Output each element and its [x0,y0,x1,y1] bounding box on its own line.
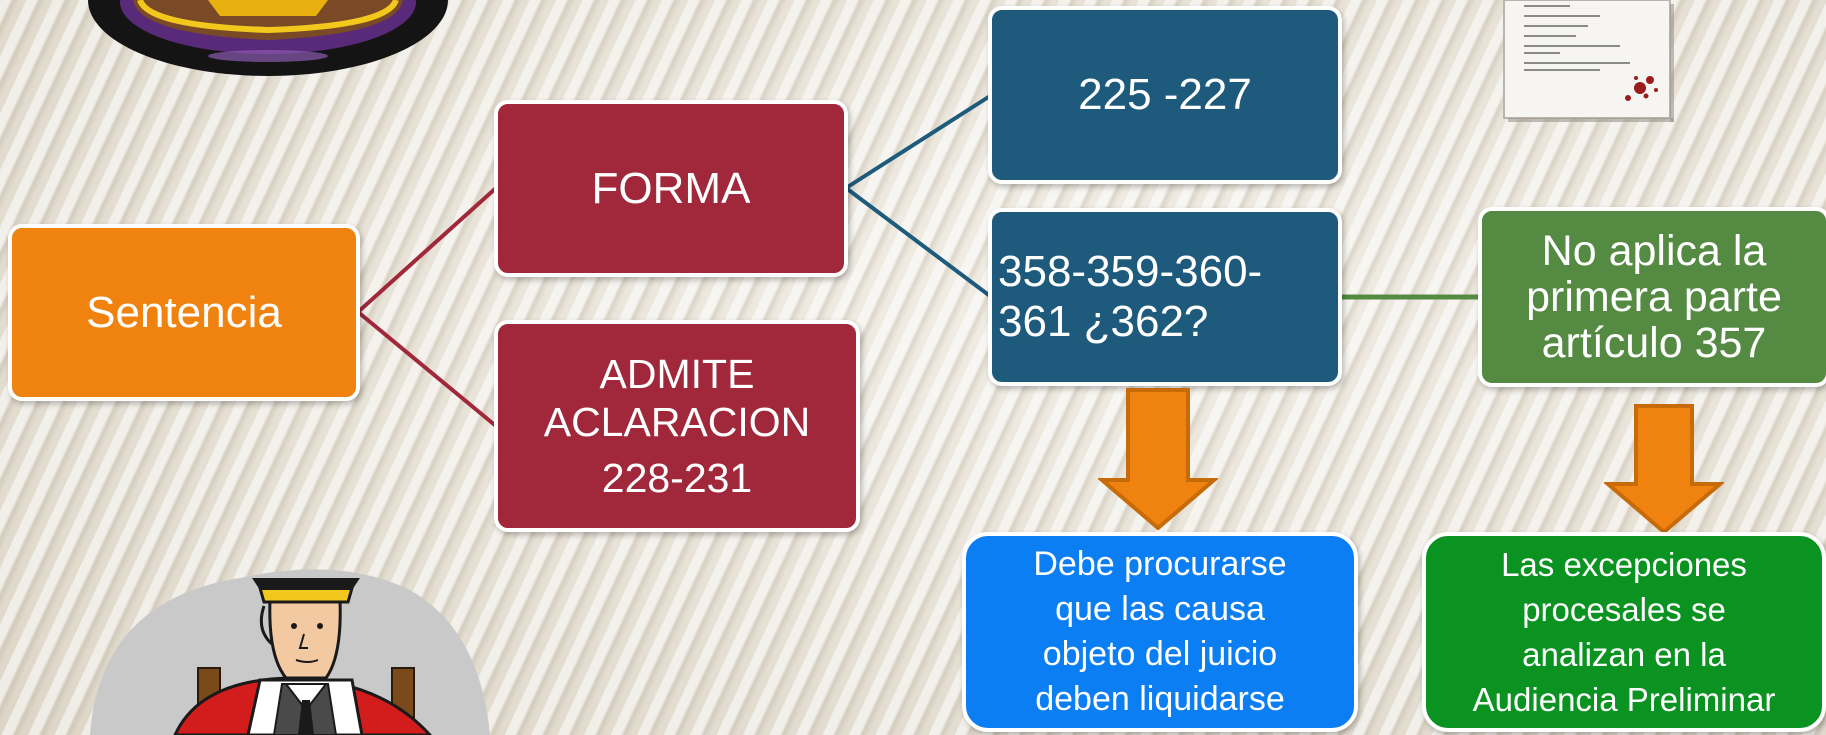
node-debe-line2: que las causa [1055,590,1265,628]
node-358-line1: 358-359-360- [998,247,1263,296]
node-admite-line1: ADMITE [599,351,755,397]
node-358-362: 358-359-360- 361 ¿362? [988,208,1342,386]
node-admite-aclaracion: ADMITE ACLARACION 228-231 [494,320,860,532]
node-forma-label: FORMA [591,163,751,213]
node-no-aplica: No aplica la primera parte artículo 357 [1478,207,1826,387]
node-sentencia: Sentencia [8,224,360,401]
node-debe-procurarse: Debe procurarse que las causa objeto del… [962,532,1358,732]
node-225-label: 225 -227 [1078,70,1252,119]
node-debe-line3: objeto del juicio [1042,635,1278,673]
connector-sentencia-admite [356,310,498,428]
node-admite-line3: 228-231 [601,455,753,501]
node-sentencia-label: Sentencia [86,287,282,337]
node-no-aplica-line2: primera parte [1526,273,1782,321]
connector-forma-225 [844,94,992,190]
node-las-line2: procesales se [1522,591,1726,628]
down-arrow-icon [1098,388,1218,530]
node-debe-line4: deben liquidarse [1035,680,1285,718]
connector-forma-358 [844,186,992,298]
gavel-clipart [88,0,448,76]
node-no-aplica-line1: No aplica la [1541,227,1767,275]
node-225-227: 225 -227 [988,6,1342,184]
node-debe-line1: Debe procurarse [1033,545,1287,583]
node-las-excepciones: Las excepciones procesales se analizan e… [1422,532,1826,732]
node-las-line4: Audiencia Preliminar [1472,681,1776,718]
down-arrow-icon [1604,404,1724,534]
node-admite-line2: ACLARACION [543,399,811,445]
node-las-line3: analizan en la [1522,636,1726,673]
node-358-line2: 361 ¿362? [998,297,1209,346]
document-clipart [1503,0,1674,122]
connector-sentencia-forma [356,186,498,314]
judge-clipart [90,569,490,735]
node-no-aplica-line3: artículo 357 [1541,319,1767,367]
node-forma: FORMA [494,100,848,277]
node-las-line1: Las excepciones [1501,546,1747,583]
